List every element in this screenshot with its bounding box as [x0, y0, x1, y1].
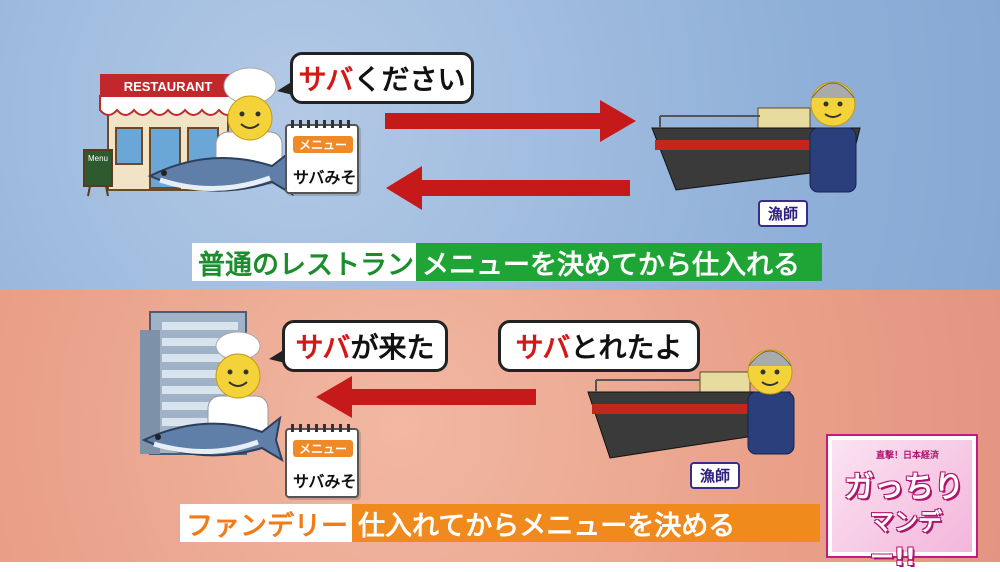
speech-word-red: サバ — [515, 331, 571, 364]
arrow-left-top — [386, 166, 630, 210]
logo-line-1: ガっちり — [844, 470, 964, 505]
menu-memo-top: メニュー サバみそ — [285, 120, 359, 194]
fishing-boat-bottom — [587, 371, 791, 459]
restaurant-building — [99, 74, 237, 191]
caption-top-left: 普通のレストラン — [192, 243, 424, 281]
show-logo: 直撃！日本経済 ガっちり マンデー!! — [828, 436, 976, 571]
restaurant-sign: RESTAURANT — [124, 79, 213, 94]
menu-board-label: Menu — [88, 154, 108, 163]
speech-word-black: ください — [353, 63, 466, 96]
memo-tag: メニュー — [293, 440, 354, 457]
memo-rings — [291, 120, 353, 128]
memo-tag: メニュー — [293, 136, 354, 153]
fisherman-figure-bottom — [747, 349, 795, 455]
speech-word-red: サバ — [295, 331, 351, 364]
menu-memo-bottom: メニュー サバみそ — [285, 424, 359, 498]
caption-bottom-left: ファンデリー — [180, 504, 360, 542]
mackerel-fish-bottom — [141, 415, 284, 463]
memo-item: サバみそ — [293, 472, 357, 491]
caption-top-right: メニューを決めてから仕入れる — [416, 243, 822, 281]
speech-word-red: サバ — [298, 63, 354, 96]
logo-subtitle: 直撃！日本経済 — [876, 451, 940, 461]
arrow-right-top — [385, 100, 636, 142]
speech-bubble-chef: サバが来た — [269, 320, 448, 372]
caption-bottom-right: 仕入れてからメニューを決める — [352, 504, 820, 542]
fisherman-figure-top — [809, 81, 857, 193]
fisherman-label-bottom: 漁師 — [690, 462, 741, 489]
speech-bubble-order: サバください — [277, 52, 474, 104]
speech-bubble-fisher: サバとれたよ — [498, 320, 700, 372]
fishing-boat-top — [651, 107, 861, 191]
speech-word-black: が来た — [350, 331, 435, 364]
menu-board-sign — [83, 149, 113, 197]
speech-word-black: とれたよ — [570, 331, 683, 364]
memo-item: サバみそ — [293, 168, 357, 187]
arrow-left-bottom — [316, 376, 536, 418]
fisherman-label-top: 漁師 — [758, 200, 809, 227]
memo-rings — [291, 424, 353, 432]
